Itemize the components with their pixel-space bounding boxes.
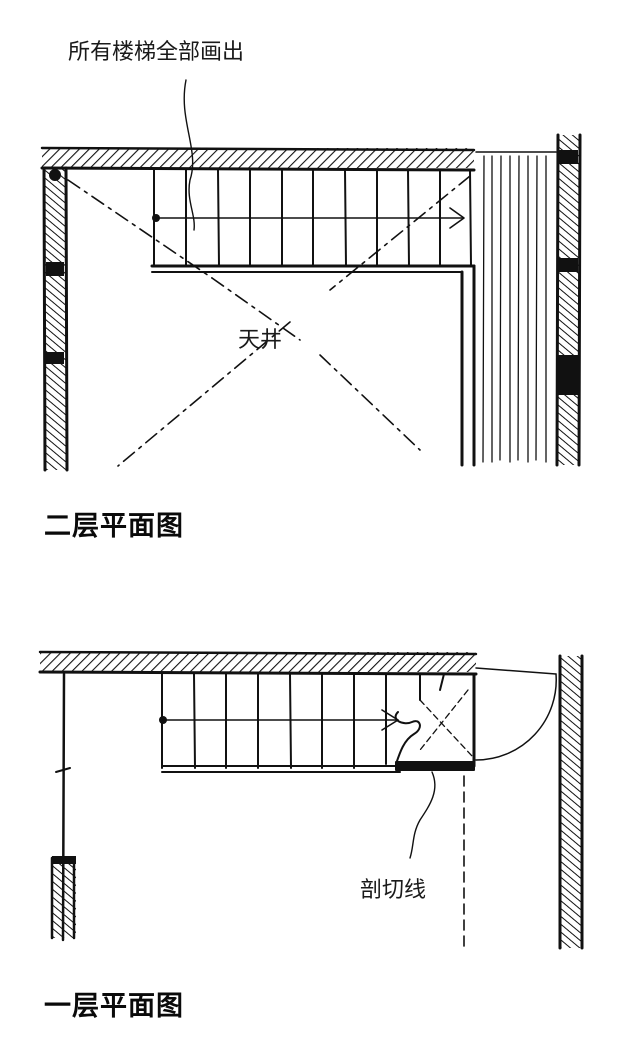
light-well-cross <box>67 175 471 467</box>
left-wall <box>50 672 76 942</box>
right-wall <box>558 654 584 950</box>
top-wall <box>40 146 476 172</box>
stair-treads-lower <box>161 673 445 769</box>
stairs-note-label: 所有楼梯全部画出 <box>68 40 245 65</box>
section-cut-mark <box>394 711 421 765</box>
stair-wall <box>150 264 476 467</box>
stair-direction-arrow-lower <box>159 709 399 731</box>
section-line-leader <box>409 771 436 859</box>
first-floor-plan <box>38 650 584 950</box>
stair-wall <box>161 672 476 773</box>
stair-direction-arrow-upper <box>152 207 465 229</box>
open-void-lines <box>475 151 557 463</box>
section-line-label: 剖切线 <box>360 878 427 903</box>
top-wall <box>38 650 478 676</box>
door-swing <box>475 667 557 761</box>
hidden-stairs-beyond-cut <box>419 689 473 757</box>
right-wall <box>555 133 582 467</box>
stairs-note-leader <box>183 79 195 231</box>
left-wall <box>42 166 69 472</box>
second-floor-plan <box>40 79 582 472</box>
first-floor-title: 一层平面图 <box>44 991 184 1022</box>
second-floor-title: 二层平面图 <box>44 511 184 542</box>
light-well-label: 天井 <box>238 328 283 353</box>
